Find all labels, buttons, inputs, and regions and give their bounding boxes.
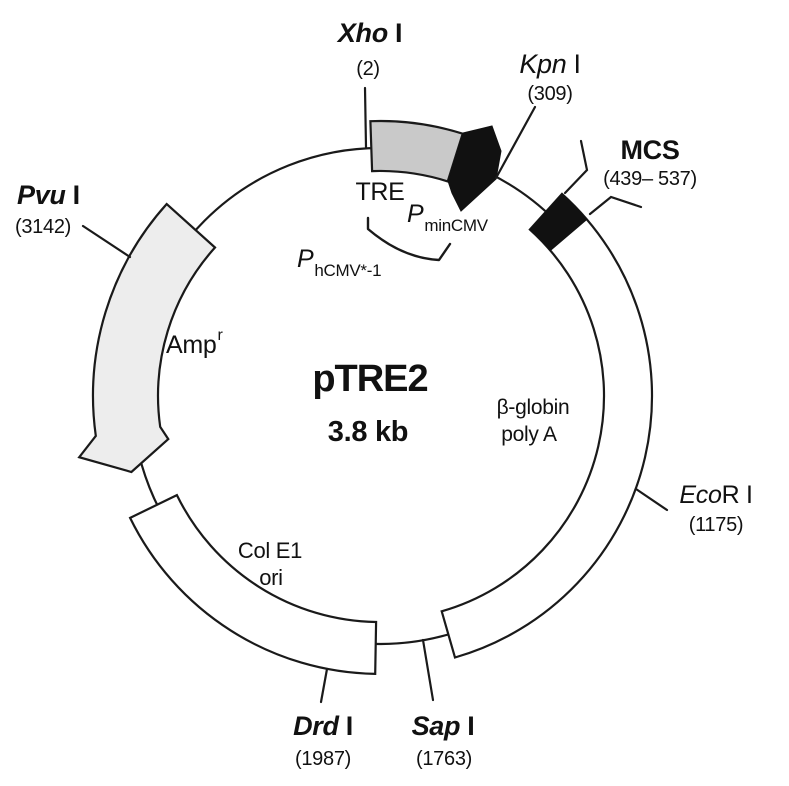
cole1-ori-band xyxy=(128,493,378,676)
plasmid-size: 3.8 kb xyxy=(328,416,408,448)
ecor-site-position: (1175) xyxy=(689,514,744,536)
mcs-band xyxy=(529,193,588,252)
pvu-leader-line xyxy=(81,224,132,259)
drd-tick-line xyxy=(319,667,329,704)
tre-label: TRE xyxy=(355,178,404,206)
ecor-leader-line xyxy=(634,487,669,512)
pmincmv-label: PminCMV xyxy=(407,200,489,235)
sap-site-position: (1763) xyxy=(416,748,472,770)
phcmv-span-bracket xyxy=(366,216,452,262)
bglobin-label-line1: β-globin xyxy=(497,396,570,419)
kpn-leader-line xyxy=(494,105,537,180)
pvu-site-position: (3142) xyxy=(15,216,71,238)
xho-site-position: (2) xyxy=(356,58,380,80)
cole1-label-line2: ori xyxy=(259,565,283,590)
plasmid-name: pTRE2 xyxy=(312,358,427,400)
mcs-tick-lower xyxy=(588,195,643,216)
xho-tick-line xyxy=(363,86,368,149)
ecor-site-label: EcoR I xyxy=(679,481,752,509)
kpn-site-position: (309) xyxy=(527,83,572,105)
phcmv-label: PhCMV*-1 xyxy=(297,245,381,280)
tre-promoter-arrowhead xyxy=(447,125,502,212)
sap-tick-line xyxy=(421,638,435,702)
amp-label: Ampr xyxy=(166,327,224,359)
bglobin-label-line2: poly A xyxy=(501,423,557,446)
cole1-label-line1: Col E1 xyxy=(238,538,302,563)
tre-band xyxy=(369,119,465,183)
mcs-tick-upper xyxy=(563,139,589,195)
drd-site-position: (1987) xyxy=(295,748,351,770)
bglobin-polya-band xyxy=(440,192,654,659)
mcs-position: (439– 537) xyxy=(603,168,697,190)
mcs-label: MCS xyxy=(620,135,679,165)
amp-arrow-band xyxy=(77,202,217,474)
